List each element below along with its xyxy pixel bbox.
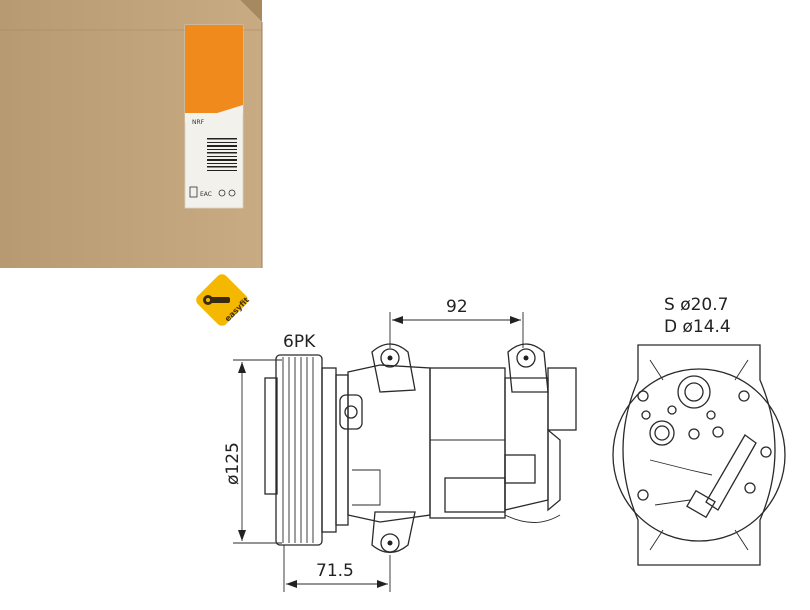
clutch-connector [339, 394, 363, 430]
box-label: NRF EAC [184, 24, 244, 209]
recycle-icon [218, 189, 226, 197]
box-symbols-text: EAC [200, 191, 212, 198]
diameter-dimension: ø125 [223, 359, 282, 544]
control-valve [649, 434, 757, 519]
discharge-port [649, 420, 675, 446]
box-top-edge [240, 0, 262, 22]
compressor-body [347, 343, 577, 554]
box-brand-text: NRF [192, 119, 205, 126]
compressor-rear-view: S ø20.7 D ø14.4 [612, 295, 786, 566]
depth-dimension: 71.5 [283, 545, 391, 592]
wrench-icon [203, 295, 230, 305]
easyfit-badge [196, 274, 248, 326]
discharge-port-label: D ø14.4 [664, 317, 731, 337]
mounting-bolts [637, 390, 772, 501]
box-symbol-icon [189, 186, 198, 198]
width-dimension: 92 [389, 297, 524, 348]
box-barcode [207, 138, 237, 171]
width-label: 92 [446, 297, 468, 317]
rear-housing [612, 344, 786, 566]
pulley [264, 354, 349, 546]
diameter-label: ø125 [223, 442, 243, 485]
suction-port-label: S ø20.7 [664, 295, 728, 315]
info-icon [228, 189, 236, 197]
compressor-side-view: 6PK ø125 92 71.5 [223, 297, 577, 592]
belt-profile-label: 6PK [283, 332, 316, 352]
depth-label: 71.5 [316, 561, 354, 581]
suction-port [677, 375, 711, 409]
box-label-orange-band [185, 25, 243, 113]
cardboard-box: NRF EAC [0, 0, 263, 268]
